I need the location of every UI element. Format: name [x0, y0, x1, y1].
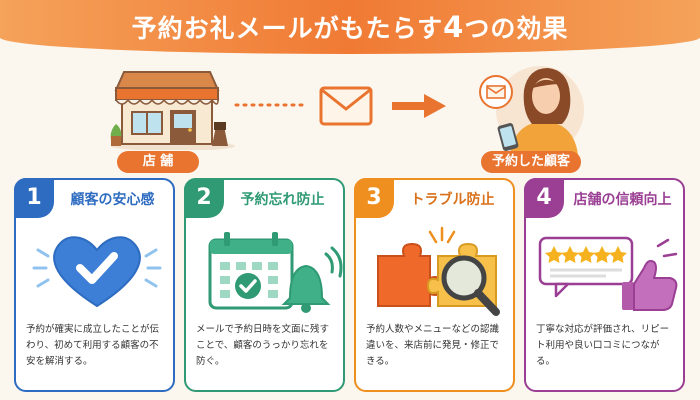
card-number-badge: 1 [14, 178, 54, 218]
review-thumbs-up-icon [538, 236, 678, 311]
effect-card-3: 3 トラブル防止 予約人数やメニューなどの認識違いを、来店前に発見・修正できる。 [354, 178, 515, 392]
envelope-icon [319, 86, 373, 126]
card-title: 顧客の安心感 [70, 192, 155, 208]
title-number: 4 [443, 10, 465, 44]
card-number-badge: 2 [184, 178, 224, 218]
card-title: 予約忘れ防止 [240, 192, 325, 208]
store-icon [110, 71, 235, 150]
arrow-right-icon [392, 94, 446, 118]
heart-check-icon [32, 236, 162, 308]
dotted-connector [234, 103, 310, 107]
card-title: 店舗の信頼向上 [573, 192, 672, 208]
card-title: トラブル防止 [410, 192, 495, 208]
card-description: 予約人数やメニューなどの認識違いを、来店前に発見・修正できる。 [366, 324, 500, 367]
store-label: 店 舗 [117, 151, 199, 173]
effect-card-4: 4 店舗の信頼向上 丁寧な対応が評価され、リピート利用や良い口コミにつながる。 [524, 178, 685, 392]
effect-card-2: 2 予約忘れ防止 メールで予約日時を文面に残すことで、顧客のうっかり忘れを防ぐ。 [184, 178, 345, 392]
effect-card-1: 1 顧客の安心感 予約が確実に成立したことが伝わり、初めて利用する顧客の不安を解… [14, 178, 175, 392]
card-description: メールで予約日時を文面に残すことで、顧客のうっかり忘れを防ぐ。 [196, 324, 330, 367]
title-text-post: つの効果 [464, 14, 569, 43]
card-number-badge: 3 [354, 178, 394, 218]
customer-label: 予約した顧客 [481, 151, 581, 173]
card-description: 丁寧な対応が評価され、リピート利用や良い口コミにつながる。 [536, 324, 670, 367]
card-number-badge: 4 [524, 178, 564, 218]
page-title: 予約お礼メールがもたらす4つの効果 [0, 9, 700, 45]
puzzle-magnifier-icon [377, 226, 500, 316]
title-text-pre: 予約お礼メールがもたらす [131, 14, 444, 43]
customer-icon [479, 66, 584, 155]
title-band [0, 0, 700, 54]
calendar-bell-icon [208, 232, 343, 313]
card-description: 予約が確実に成立したことが伝わり、初めて利用する顧客の不安を解消する。 [26, 324, 160, 367]
